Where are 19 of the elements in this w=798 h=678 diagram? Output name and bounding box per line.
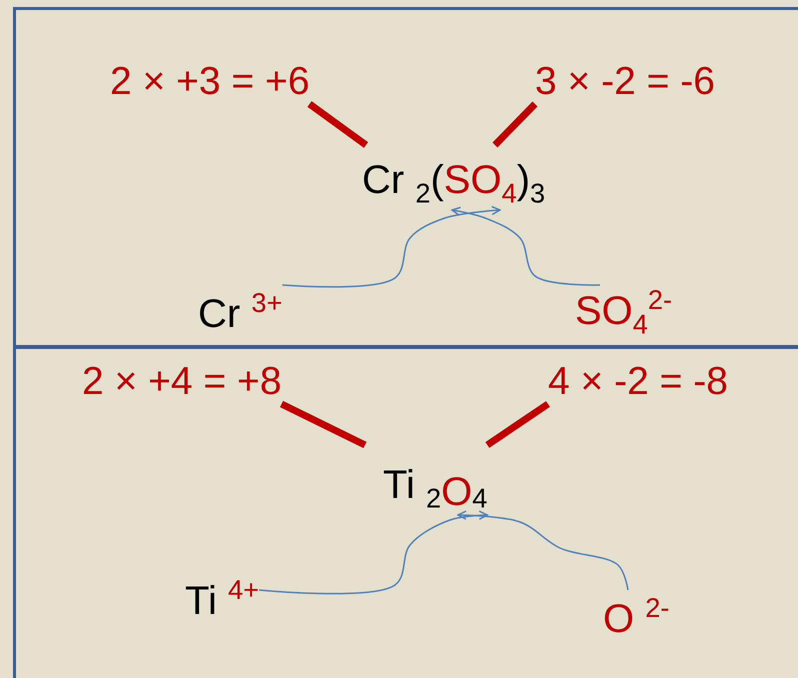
formula-text: Cr $_{2}$(SO$_{4}$)$_{3}$ [362,145,546,210]
formula-text: Ti $^{4+}$ [185,572,259,624]
formula-text: Cr $^{3+}$ [198,285,282,337]
formula-text: O $^{2-}$ [603,590,670,642]
curved-arrow [451,206,600,286]
connector-bar [307,101,368,148]
formula-text: 2 × +4 = +8 [82,356,282,404]
panel [13,346,798,678]
curved-arrow [457,510,629,590]
connector-bar [492,102,538,148]
connector-bar [280,400,367,448]
connector-bar [485,401,550,448]
formula-text: Ti $_{2}$O$_{4}$ [355,445,488,515]
formula-text: 4 × -2 = -8 [548,356,728,404]
curved-arrow [282,206,501,288]
formula-text: 2 × +3 = +6 [110,56,310,104]
formula-text: 3 × -2 = -6 [535,56,715,104]
panel [13,7,798,348]
curved-arrow [258,510,488,594]
